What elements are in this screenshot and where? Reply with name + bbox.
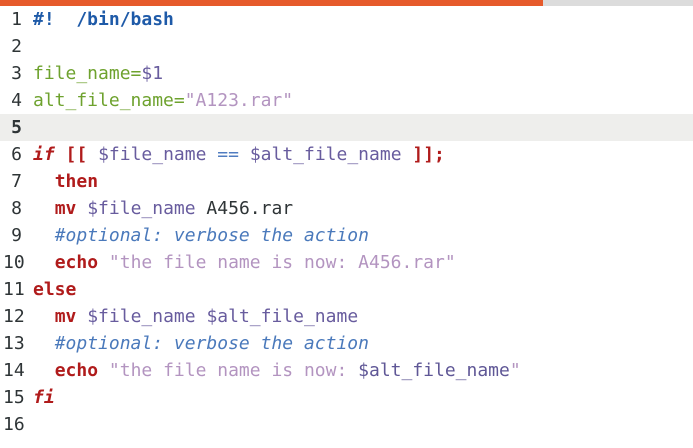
code-token-string-var: $alt_file_name [358, 360, 510, 381]
code-line-content: then [33, 168, 693, 195]
code-line[interactable]: 12 mv $file_name $alt_file_name [0, 303, 693, 330]
code-token-shebang: #! /bin/bash [33, 9, 174, 30]
code-line[interactable]: 1 #! /bin/bash [0, 6, 693, 33]
line-number: 2 [11, 36, 22, 57]
code-token-plain [33, 333, 55, 354]
code-token-variable: $file_name [87, 306, 196, 327]
code-token-plain [33, 360, 55, 381]
code-token-keyword: then [54, 171, 99, 192]
code-token-variable: $file_name [98, 144, 207, 165]
code-token-keyword: [[ [65, 144, 88, 165]
line-number: 13 [3, 333, 25, 354]
code-line-content: mv $file_name $alt_file_name [33, 303, 693, 330]
line-number: 1 [11, 9, 22, 30]
code-line-content: #optional: verbose the action [33, 222, 693, 249]
code-token-plain [87, 144, 98, 165]
code-line-content: fi [33, 384, 693, 411]
code-token-variable: $alt_file_name [206, 306, 359, 327]
code-line[interactable]: 6 if [[ $file_name == $alt_file_name ]]; [0, 141, 693, 168]
line-number: 10 [3, 252, 25, 273]
line-number: 7 [11, 171, 22, 192]
code-token-variable: $file_name [87, 198, 196, 219]
code-token-keyword: else [33, 279, 77, 300]
code-line-content: if [[ $file_name == $alt_file_name ]]; [33, 141, 693, 168]
code-token-plain [33, 306, 55, 327]
code-line[interactable]: 7 then [0, 168, 693, 195]
code-token-keyword-italic: if [33, 144, 55, 165]
code-token-plain [196, 306, 207, 327]
code-line[interactable]: 4 alt_file_name="A123.rar" [0, 87, 693, 114]
line-number: 12 [3, 306, 25, 327]
code-text-area[interactable]: 1 #! /bin/bash 2 3 file_name=$1 4 alt_file_nam… [0, 6, 693, 438]
code-token-plain [98, 252, 109, 273]
code-line-content: alt_file_name="A123.rar" [33, 87, 693, 114]
code-line[interactable]: 9 #optional: verbose the action [0, 222, 693, 249]
line-number: 15 [3, 387, 25, 408]
code-line-content: file_name=$1 [33, 60, 693, 87]
code-token-string: "the file name is now: [108, 360, 359, 381]
code-line-content: mv $file_name A456.rar [33, 195, 693, 222]
code-line-content: echo "the file name is now: A456.rar" [33, 249, 693, 276]
code-token-string: "A123.rar" [184, 90, 294, 111]
code-token-plain [33, 225, 55, 246]
code-line-content: #! /bin/bash [33, 6, 693, 33]
code-token-string: "the file name is now: A456.rar" [108, 252, 456, 273]
code-token-plain [239, 144, 250, 165]
horizontal-scrollbar-thumb[interactable] [0, 0, 543, 6]
code-token-plain [55, 144, 66, 165]
code-line[interactable]: 2 [0, 33, 693, 60]
code-token-plain [33, 198, 55, 219]
code-token-plain [76, 306, 87, 327]
code-token-keyword: echo [54, 360, 99, 381]
code-line[interactable]: 16 [0, 411, 693, 438]
code-line[interactable]: 13 #optional: verbose the action [0, 330, 693, 357]
code-line[interactable]: 3 file_name=$1 [0, 60, 693, 87]
line-number: 11 [3, 279, 25, 300]
code-token-plain [33, 252, 55, 273]
code-token-keyword: mv [54, 198, 77, 219]
code-line-content: echo "the file name is now: $alt_file_na… [33, 357, 693, 384]
code-line[interactable]: 15 fi [0, 384, 693, 411]
code-token-variable: $alt_file_name [249, 144, 402, 165]
line-number: 6 [11, 144, 22, 165]
code-token-plain [76, 198, 87, 219]
code-line[interactable]: 5 [0, 114, 693, 141]
code-line[interactable]: 11 else [0, 276, 693, 303]
code-token-plain [206, 144, 217, 165]
code-token-plain [98, 360, 109, 381]
code-token-varname: file_name= [33, 63, 142, 84]
code-token-varname: alt_file_name= [33, 90, 185, 111]
code-line[interactable]: 8 mv $file_name A456.rar [0, 195, 693, 222]
code-token-plain: A456.rar [195, 198, 294, 219]
code-token-keyword: mv [54, 306, 77, 327]
code-token-comment: #optional: verbose the action [54, 225, 369, 246]
code-line-content: #optional: verbose the action [33, 330, 693, 357]
code-token-keyword-italic: fi [33, 387, 55, 408]
code-token-operator: == [217, 144, 239, 165]
code-token-plain [33, 171, 55, 192]
code-token-keyword: echo [54, 252, 99, 273]
line-number: 14 [3, 360, 25, 381]
line-number: 9 [11, 225, 22, 246]
code-line[interactable]: 14 echo "the file name is now: $alt_file… [0, 357, 693, 384]
line-number: 5 [11, 117, 22, 138]
code-token-keyword: ]]; [412, 144, 445, 165]
horizontal-scrollbar-track[interactable] [0, 0, 693, 6]
line-number: 4 [11, 90, 22, 111]
code-token-comment: #optional: verbose the action [54, 333, 369, 354]
line-number: 3 [11, 63, 22, 84]
line-number: 16 [3, 414, 25, 435]
code-token-variable: $1 [141, 63, 164, 84]
code-token-plain [402, 144, 413, 165]
code-line[interactable]: 10 echo "the file name is now: A456.rar" [0, 249, 693, 276]
code-token-string: " [509, 360, 521, 381]
line-number: 8 [11, 198, 22, 219]
code-line-content: else [33, 276, 693, 303]
